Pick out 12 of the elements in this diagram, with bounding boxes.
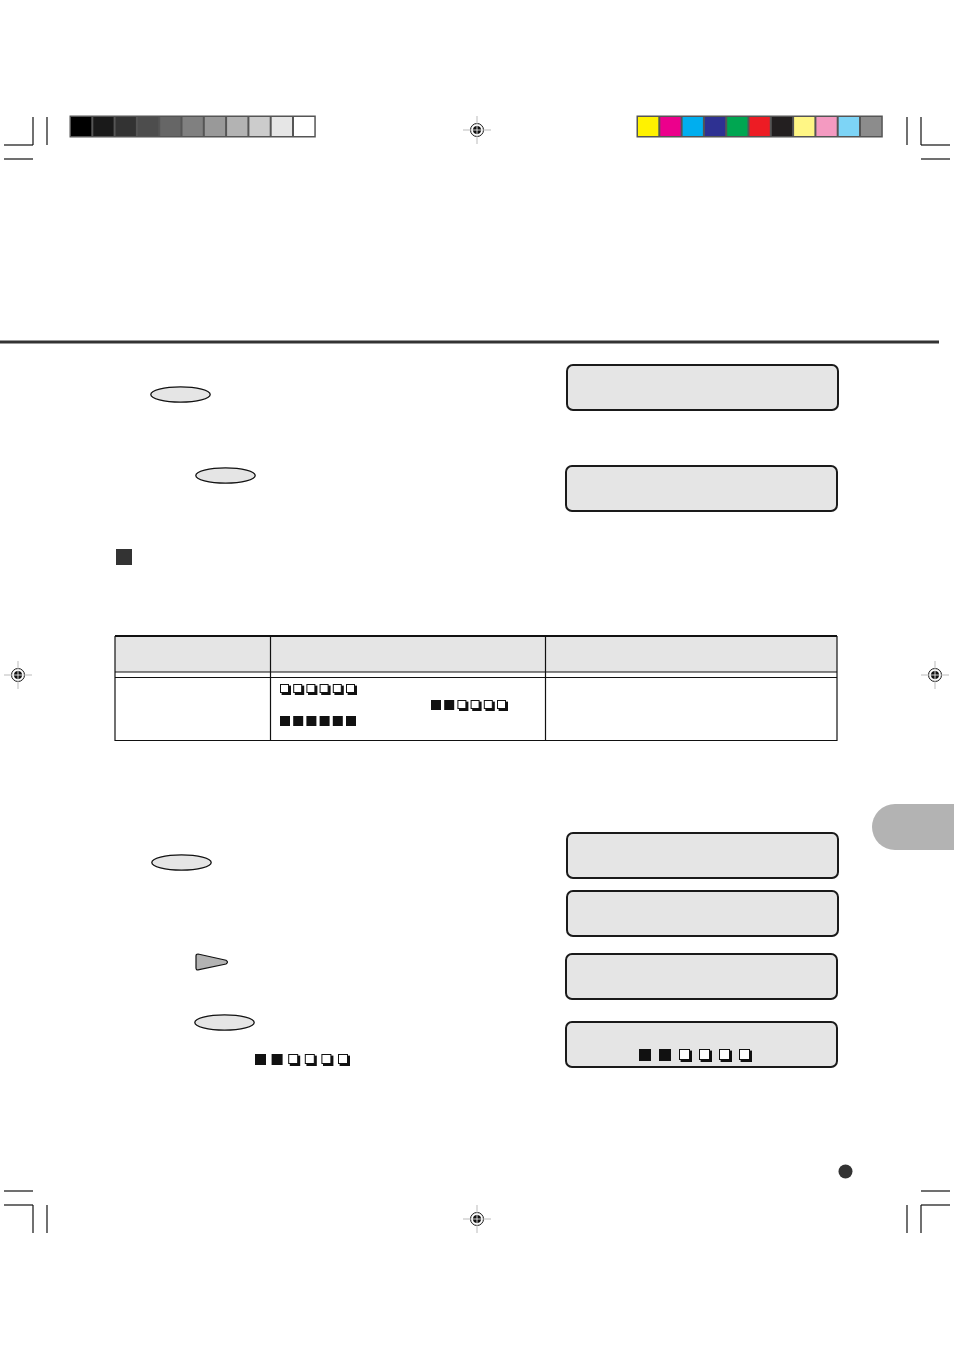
key-symbol — [194, 1014, 255, 1031]
chapter-tab — [872, 804, 954, 850]
arrow-key-symbol — [195, 953, 230, 971]
key-symbol — [151, 854, 212, 871]
key-symbol — [195, 467, 256, 484]
key-symbol — [150, 386, 211, 403]
lcd-display — [565, 465, 838, 512]
lcd-display — [566, 890, 839, 937]
lcd-display — [566, 832, 839, 879]
lcd-display — [565, 1021, 838, 1068]
lcd-display — [565, 953, 838, 1000]
lcd-display — [566, 364, 839, 411]
